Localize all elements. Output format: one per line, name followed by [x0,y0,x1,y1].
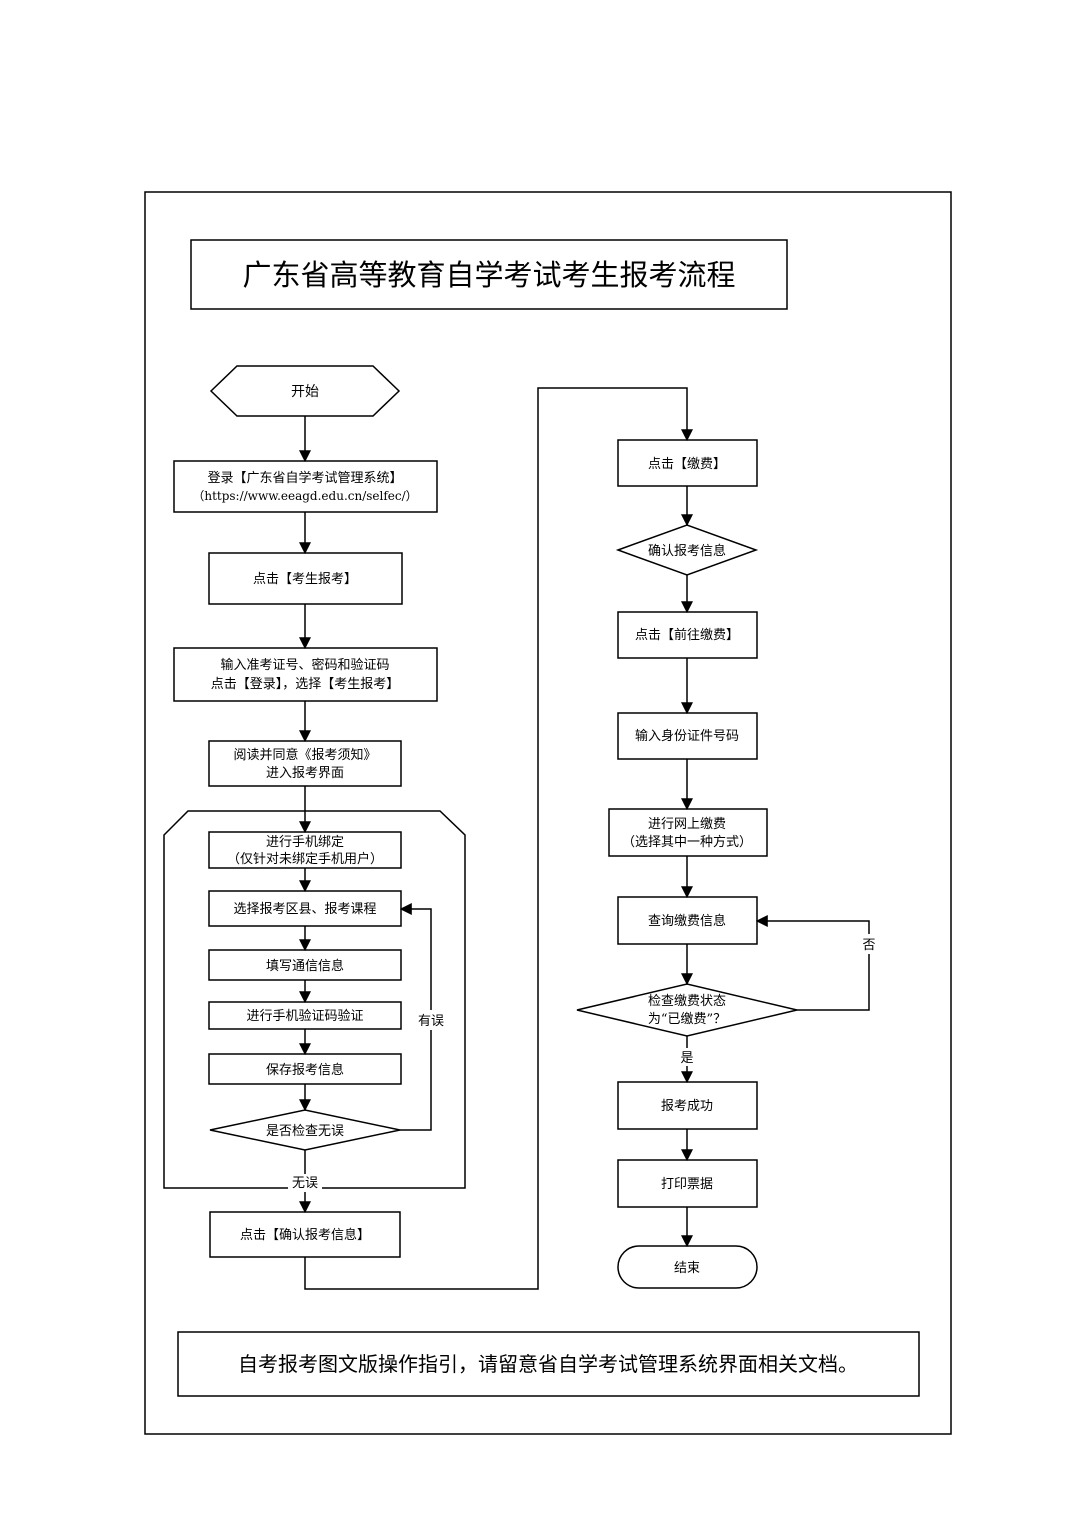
check-status-decision [576,983,798,1037]
login-label-2: （https://www.eeagd.edu.cn/selfec/） [192,489,417,503]
end-label: 结束 [674,1261,700,1276]
ok-label-bg [288,1174,322,1192]
input-id-label: 输入身份证件号码 [635,728,739,744]
success-label: 报考成功 [661,1099,713,1114]
check-status-label-2: 为“已缴费”？ [648,1012,726,1027]
footer-note-box [177,1331,920,1397]
select-course-label: 选择报考区县、报考课程 [233,902,376,917]
query-pay-label: 查询缴费信息 [648,913,726,929]
online-pay-step [608,808,768,857]
title-box [190,239,788,310]
input-label-1: 输入准考证号、密码和验证码 [220,657,389,673]
phone-bind-label-1: 进行手机绑定 [266,835,344,850]
go-pay-label: 点击【前往缴费】 [635,627,739,643]
no-label: 否 [862,938,875,953]
read-label-2: 进入报考界面 [266,766,344,781]
print-receipt-label: 打印票据 [661,1177,713,1192]
login-step [173,460,438,513]
start-node [209,365,401,417]
read-label-1: 阅读并同意《报考须知》 [233,747,376,763]
ok-label: 无误 [292,1176,318,1191]
online-pay-label-1: 进行网上缴费 [648,817,726,832]
footer-note: 自考报考图文版操作指引，请留意省自学考试管理系统界面相关文档。 [238,1352,858,1376]
confirm-decision [615,524,759,576]
error-label-bg [414,1010,448,1030]
click-pay-label: 点击【缴费】 [648,457,726,472]
arrow-left-to-right [304,387,693,1290]
no-label-bg [860,934,878,954]
apply-group-container [163,810,466,1189]
start-label: 开始 [291,384,319,400]
arrow-no-loop [755,915,870,1011]
input-label-2: 点击【登录】，选择【考生报考】 [211,677,400,692]
confirm-info-label: 点击【确认报考信息】 [240,1227,370,1243]
error-label: 有误 [418,1014,444,1029]
yes-label-bg [679,1048,695,1066]
yes-label: 是 [680,1051,693,1066]
page-title: 广东省高等教育自学考试考生报考流程 [242,258,735,292]
check-status-label-1: 检查缴费状态 [648,994,726,1009]
online-pay-label-2: （选择其中一种方式） [622,834,752,850]
phone-bind-label-2: （仅针对未绑定手机用户） [227,851,383,867]
end-node [617,1245,758,1289]
input-credentials-step [173,647,438,702]
confirm-decision-label: 确认报考信息 [648,543,726,559]
click-apply-label: 点击【考生报考】 [253,572,357,587]
save-info-label: 保存报考信息 [266,1062,344,1078]
fill-contact-label: 填写通信信息 [266,958,344,974]
outer-frame [144,191,952,1435]
phone-verify-label: 进行手机验证码验证 [246,1008,363,1024]
login-label-1: 登录【广东省自学考试管理系统】 [207,470,402,486]
check-decision-label: 是否检查无误 [266,1124,344,1139]
